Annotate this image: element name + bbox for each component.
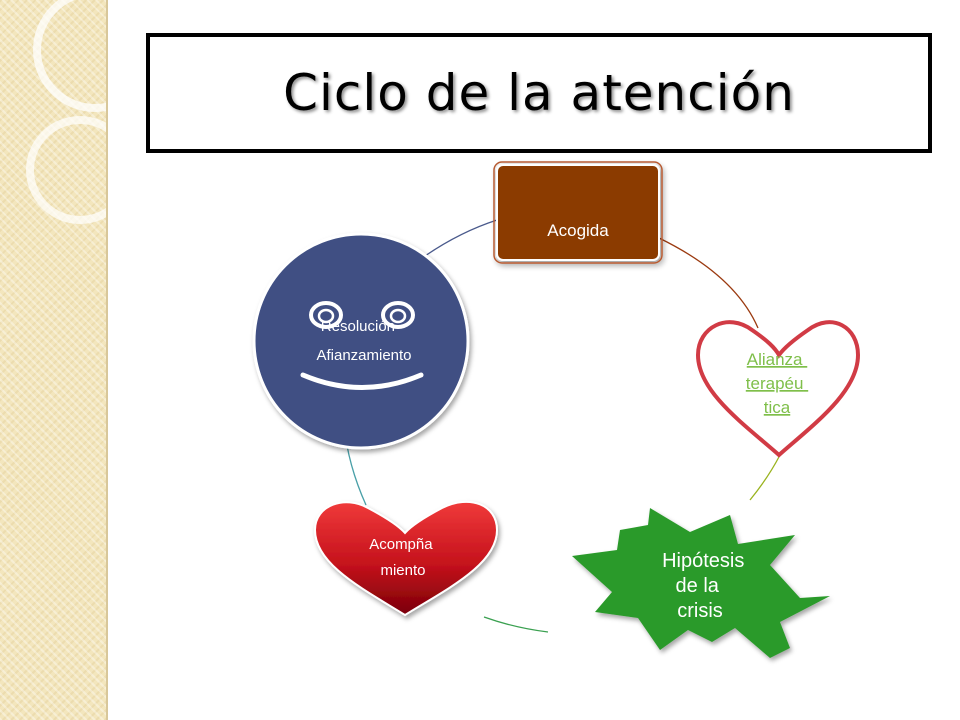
decorative-rings [26, 0, 106, 224]
node-alianza-line-1: Alianza [747, 350, 803, 369]
node-resolucion-line-2: Afianzamiento [316, 347, 411, 364]
smiley-mouth-icon [300, 372, 424, 390]
connector-alianza-hipotesis [749, 454, 781, 501]
node-acompanamiento-line-2: miento [380, 562, 425, 579]
node-alianza-heart [695, 320, 861, 458]
smiley-eye-right-icon [381, 301, 415, 329]
node-acompanamiento-heart [313, 500, 499, 617]
node-acogida-label: Acogida [547, 221, 609, 240]
title-box: Ciclo de la atención [146, 33, 932, 153]
connector-resolucion-acogida [424, 219, 498, 257]
node-hipotesis-burst [572, 508, 830, 658]
smiley-eye-left-icon [309, 301, 343, 329]
slide-title: Ciclo de la atención [283, 64, 795, 122]
node-hipotesis-line-2: de la [676, 575, 720, 597]
node-alianza-text: Alianza terapéu tica [746, 350, 808, 417]
node-resolucion-face [252, 232, 470, 450]
node-acompanamiento-text: Acompña miento [369, 536, 437, 579]
node-alianza-line-2: terapéu [746, 374, 804, 393]
node-hipotesis-line-3: crisis [677, 600, 723, 622]
node-acogida [493, 161, 663, 264]
node-hipotesis-text: Hipótesis de la crisis [662, 550, 750, 622]
connector-hipotesis-acompanamiento [483, 616, 549, 633]
node-acompanamiento-line-1: Acompña [369, 536, 433, 553]
connector-acogida-alianza [658, 237, 759, 329]
node-alianza-line-3: tica [764, 398, 791, 417]
node-hipotesis-line-1: Hipótesis [662, 550, 744, 572]
decorative-side-strip [0, 0, 108, 720]
